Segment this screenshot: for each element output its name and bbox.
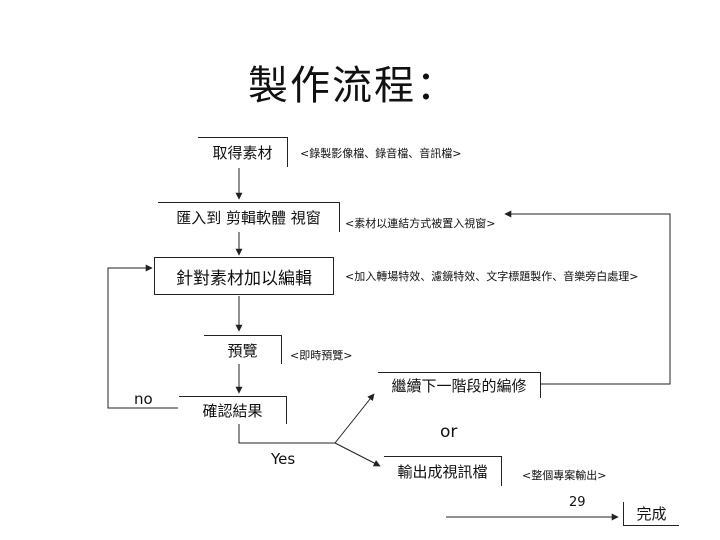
step-done-label: 完成 [636,505,667,523]
step-export-note: <整個專案輸出> [522,469,607,482]
line-yes [238,424,335,444]
step-import: 匯入到 剪輯軟體 視窗 [158,202,340,232]
arrow-to-export [334,442,381,467]
step-continue: 繼續下一階段的編修 [378,372,541,398]
step-export: 輸出成視訊檔 [384,456,502,486]
step-acquire-label: 取得素材 [212,144,273,162]
page-number: 29 [569,495,586,510]
step-confirm-label: 確認結果 [202,402,263,420]
arrow-continue-loop [504,210,671,385]
step-import-note: <素材以連結方式被置入視窗> [345,217,496,230]
step-continue-label: 繼續下一階段的編修 [391,377,527,395]
step-acquire-note: <錄製影像檔、錄音檔、音訊檔> [300,147,462,160]
step-import-label: 匯入到 剪輯軟體 視窗 [176,209,321,227]
step-confirm: 確認結果 [179,396,287,424]
arrow-to-continue [334,393,375,444]
branch-no-label: no [134,390,153,408]
arrow-no-loop [107,264,178,409]
step-preview: 預覽 [204,335,282,364]
branch-or-label: or [440,422,458,442]
step-edit-label: 針對素材加以編輯 [176,268,312,289]
step-edit: 針對素材加以編輯 [154,257,334,295]
step-edit-note: <加入轉場特效、濾鏡特效、文字標題製作、音樂旁白處理> [345,270,639,283]
step-preview-note: <即時預覽> [290,349,353,362]
branch-yes-label: Yes [271,450,296,468]
step-preview-label: 預覽 [227,341,258,360]
step-acquire: 取得素材 [198,137,288,167]
step-done: 完成 [623,502,679,526]
step-export-label: 輸出成視訊檔 [397,463,488,481]
page-title: 製作流程： [248,63,458,109]
